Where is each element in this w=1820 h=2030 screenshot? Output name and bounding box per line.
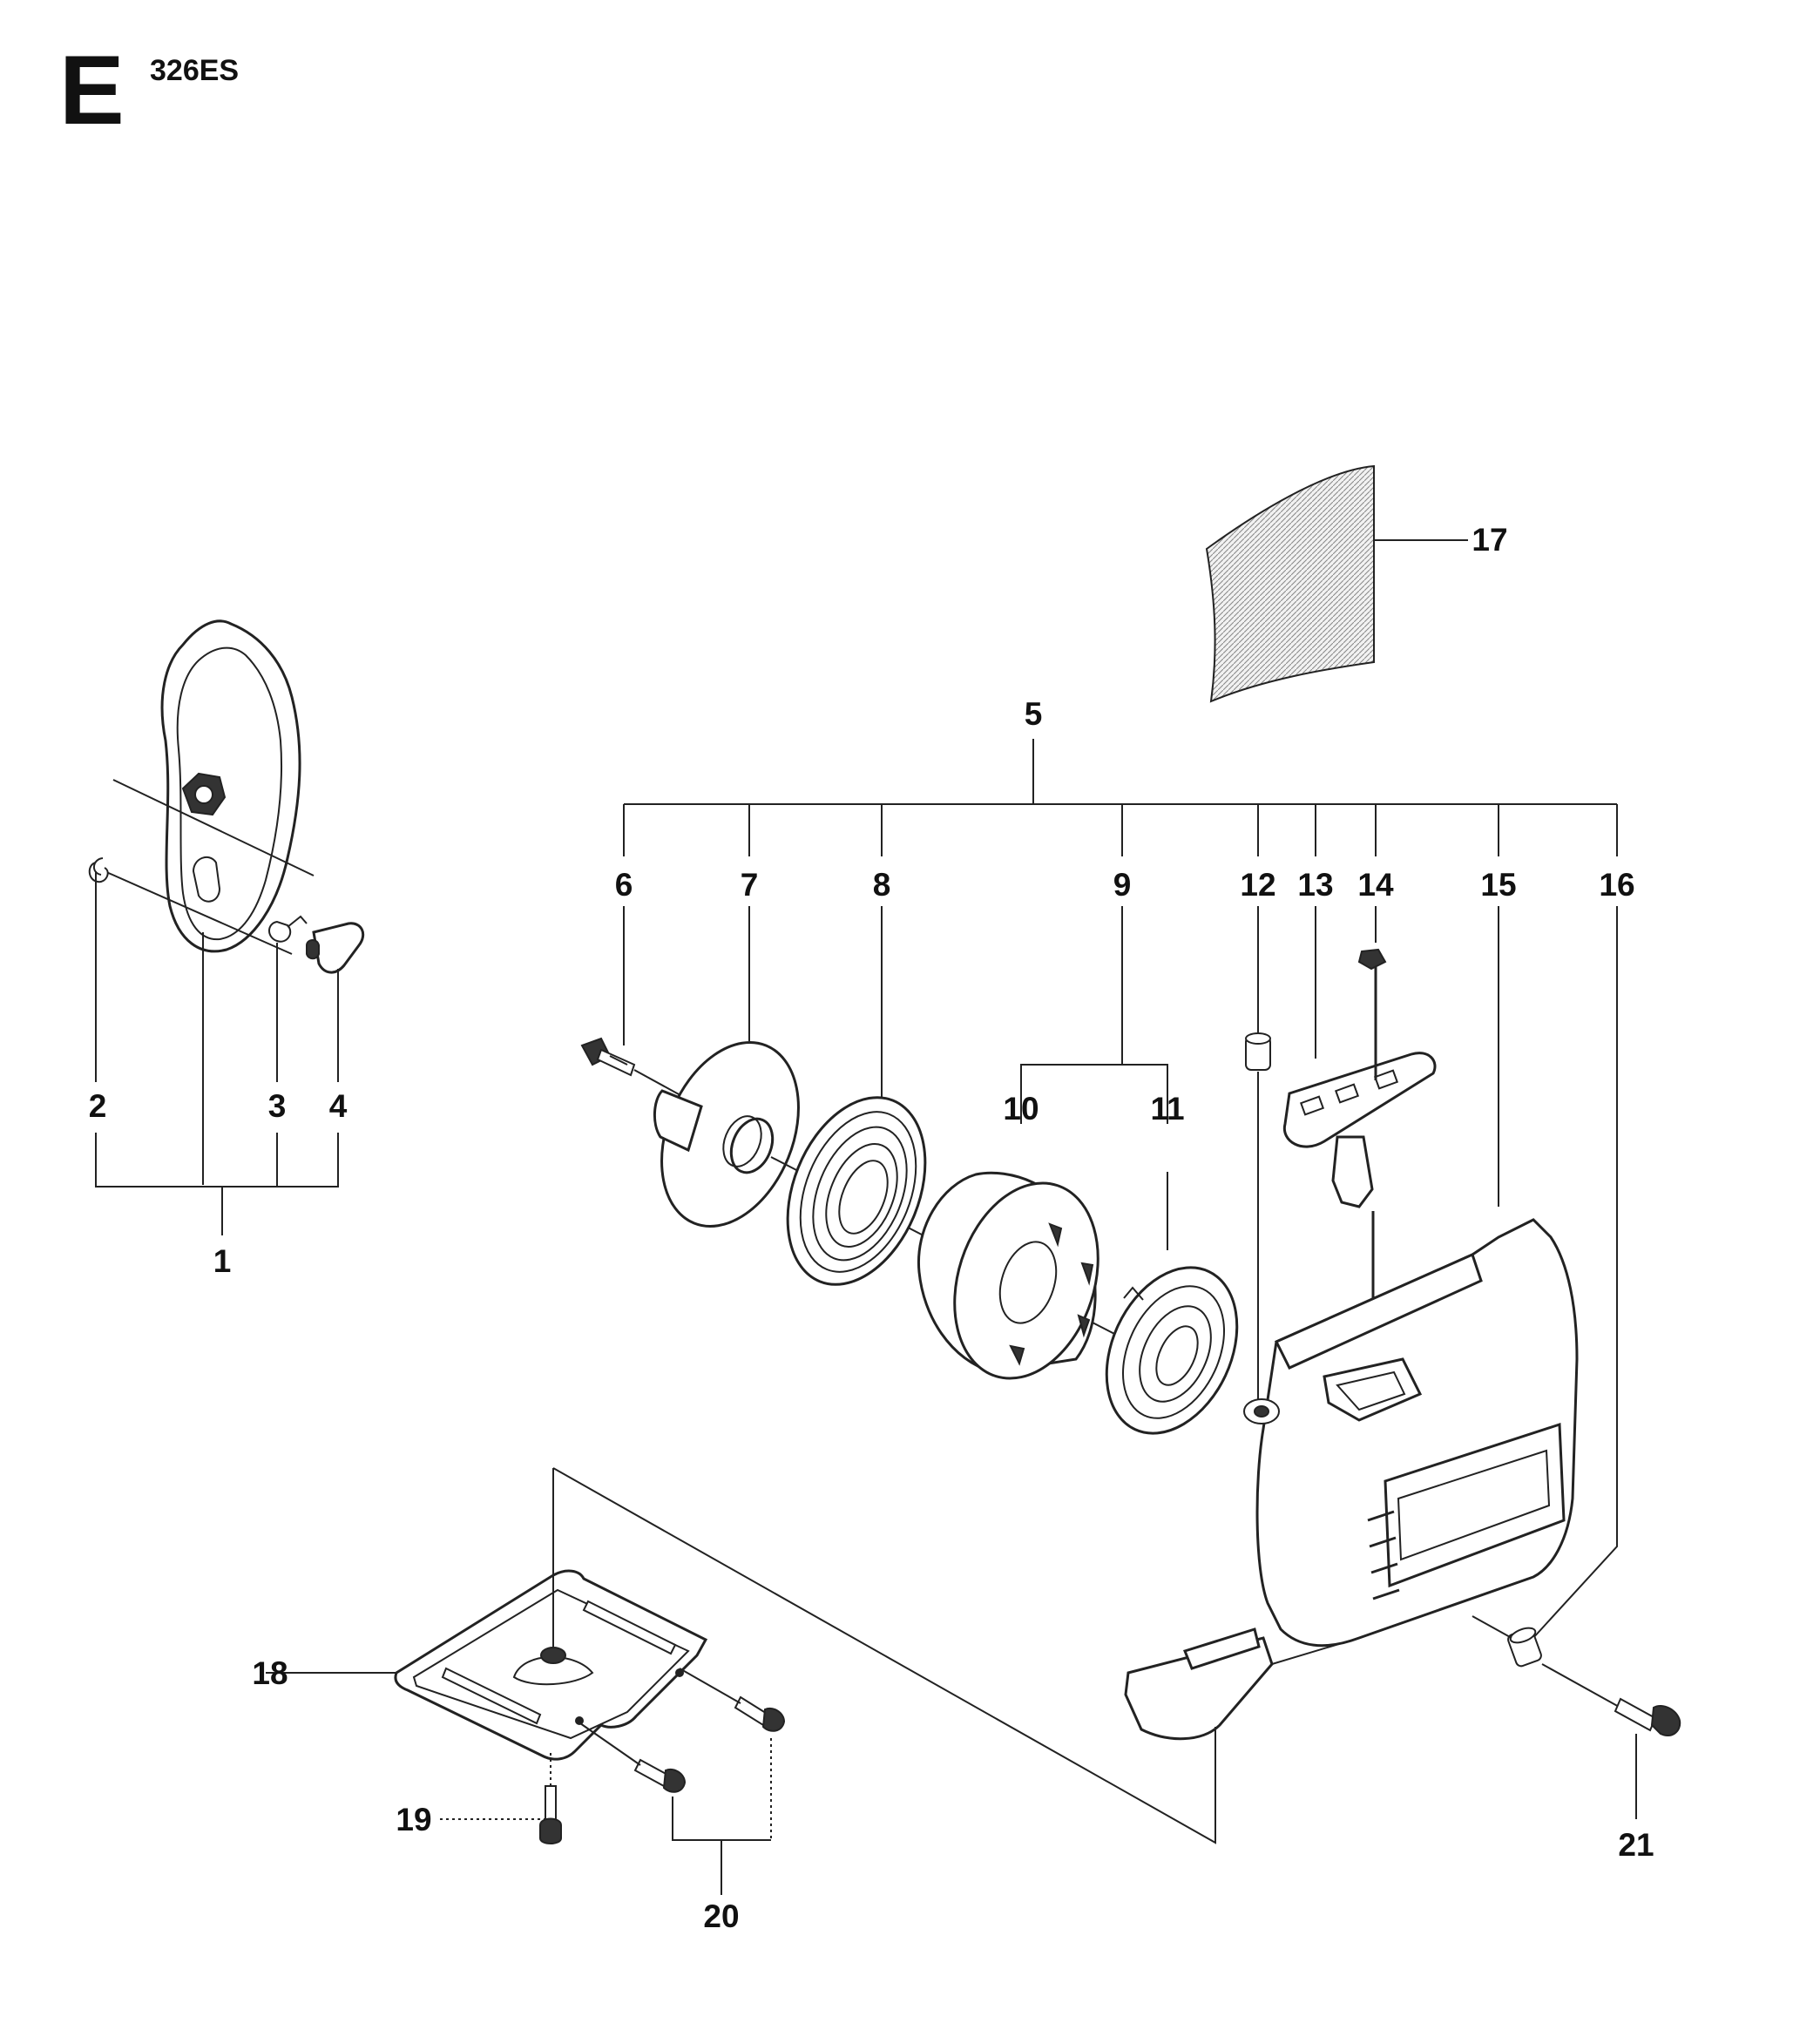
callout-10: 10 <box>1003 1091 1039 1127</box>
callout-16: 16 <box>1599 867 1634 903</box>
part-11-pawl-spring <box>1105 1266 1239 1435</box>
callout-12: 12 <box>1240 867 1275 903</box>
callout-13: 13 <box>1297 867 1333 903</box>
part-1-cover-assembly <box>88 619 365 974</box>
part-17-decal <box>1205 464 1375 703</box>
model-code: 326ES <box>150 54 240 87</box>
callout-11: 11 <box>1150 1091 1184 1127</box>
callout-20: 20 <box>703 1898 739 1934</box>
part-7-pulley-plate <box>653 1041 800 1228</box>
part-13-starter-handle <box>1282 1052 1437 1208</box>
callout-labels: 1 2 3 4 5 6 7 8 9 10 11 12 13 14 15 16 1… <box>89 522 1654 1934</box>
part-18-mounting-plate <box>394 1569 708 1761</box>
callout-4: 4 <box>329 1088 348 1124</box>
callout-17: 17 <box>1472 522 1507 558</box>
callout-7: 7 <box>741 867 759 903</box>
part-20-screws <box>579 1668 786 1895</box>
section-letter: E <box>59 36 125 145</box>
callout-14: 14 <box>1357 867 1394 903</box>
part-19-screw <box>539 1753 562 1844</box>
callout-8: 8 <box>873 867 891 903</box>
part-8-recoil-spring <box>786 1096 927 1286</box>
callout-9: 9 <box>1113 867 1132 903</box>
part-15-starter-housing <box>1124 1218 1579 1741</box>
callout-6: 6 <box>615 867 633 903</box>
part-16-spacer <box>1507 1627 1542 1668</box>
callout-15: 15 <box>1480 867 1516 903</box>
callout-21: 21 <box>1618 1827 1654 1863</box>
part-21-screw <box>1614 1697 1681 1819</box>
callout-18: 18 <box>252 1655 288 1691</box>
callout-3: 3 <box>268 1088 287 1124</box>
leaders-group-5 <box>623 739 1618 1641</box>
part-12-bushing <box>1245 1032 1271 1071</box>
callout-19: 19 <box>396 1802 431 1837</box>
callout-2: 2 <box>89 1088 107 1124</box>
callout-5: 5 <box>1025 696 1043 732</box>
callout-1: 1 <box>213 1243 232 1279</box>
part-6-screw <box>580 1037 636 1077</box>
part-10-starter-pulley <box>917 1171 1099 1380</box>
leaders-group-1 <box>95 871 339 1235</box>
